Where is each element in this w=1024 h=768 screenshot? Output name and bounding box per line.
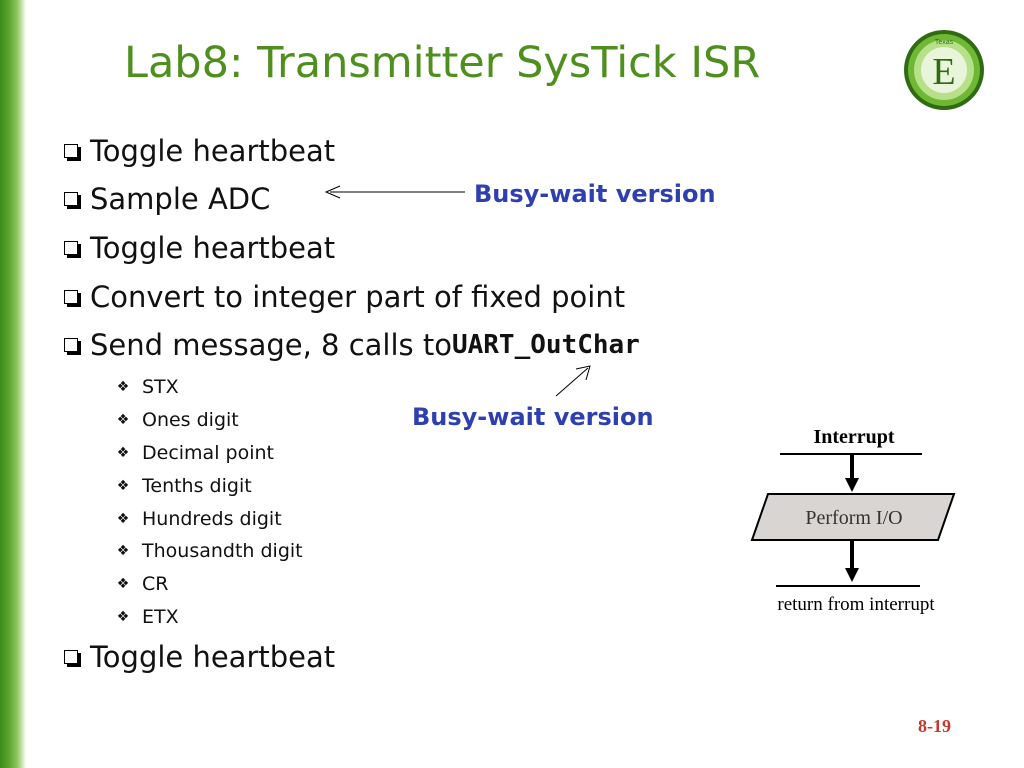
diamond-bullet-icon: ❖: [116, 379, 130, 395]
callout-arrow-uart: [555, 365, 591, 397]
diamond-bullet-icon: ❖: [116, 412, 130, 428]
sub-bullet-text: Decimal point: [142, 442, 274, 464]
sub-bullet: ❖ CR: [116, 573, 169, 595]
diamond-bullet-icon: ❖: [116, 478, 130, 494]
bullet-toggle-heartbeat-3: Toggle heartbeat: [64, 640, 335, 674]
bullet-toggle-heartbeat-1: Toggle heartbeat: [64, 134, 335, 168]
bullet-text: Toggle heartbeat: [90, 134, 336, 168]
sub-bullet: ❖ STX: [116, 376, 179, 398]
diamond-bullet-icon: ❖: [116, 445, 130, 461]
checkbox-bullet-icon: [64, 338, 78, 352]
sub-bullet-text: Thousandth digit: [142, 540, 303, 562]
sub-bullet-text: STX: [142, 376, 179, 398]
checkbox-bullet-icon: [64, 241, 78, 255]
checkbox-bullet-icon: [64, 192, 78, 206]
texas-e-logo-icon: E Texas: [904, 30, 984, 110]
isr-flowchart: Interrupt Perform I/O return from interr…: [750, 426, 956, 615]
flow-end-label: return from interrupt: [777, 594, 935, 615]
sub-bullet-text: CR: [142, 573, 169, 595]
diamond-bullet-icon: ❖: [116, 576, 130, 592]
bullet-sample-adc: Sample ADC: [64, 182, 270, 216]
bullet-text: Convert to integer part of fixed point: [90, 280, 626, 314]
checkbox-bullet-icon: [64, 650, 78, 664]
bullet-text: Toggle heartbeat: [90, 231, 336, 265]
bullet-text: Toggle heartbeat: [90, 640, 336, 674]
sub-bullet-text: Hundreds digit: [142, 508, 282, 530]
flow-start-label: Interrupt: [813, 426, 894, 448]
bullet-send-message: Send message, 8 calls to UART_OutChar: [64, 328, 640, 362]
bullet-code-uart-outchar: UART_OutChar: [451, 330, 640, 360]
bullet-convert-fixed-point: Convert to integer part of fixed point: [64, 280, 625, 314]
sub-bullet: ❖ Hundreds digit: [116, 508, 282, 530]
page-number: 8-19: [918, 716, 951, 736]
checkbox-bullet-icon: [64, 290, 78, 304]
diamond-bullet-icon: ❖: [116, 543, 130, 559]
flow-process-label: Perform I/O: [805, 507, 902, 529]
callout-busy-wait-adc: Busy-wait version: [474, 180, 716, 208]
diamond-bullet-icon: ❖: [116, 511, 130, 527]
sub-bullet: ❖ Thousandth digit: [116, 540, 303, 562]
sub-bullet: ❖ Decimal point: [116, 442, 274, 464]
sub-bullet-text: Tenths digit: [142, 475, 252, 497]
bullet-text: Sample ADC: [90, 182, 271, 216]
sub-bullet-text: ETX: [142, 606, 179, 628]
callout-busy-wait-uart: Busy-wait version: [412, 403, 654, 431]
sub-bullet-text: Ones digit: [142, 409, 239, 431]
sub-bullet: ❖ Ones digit: [116, 409, 239, 431]
diamond-bullet-icon: ❖: [116, 609, 130, 625]
bullet-toggle-heartbeat-2: Toggle heartbeat: [64, 231, 335, 265]
bullet-text: Send message, 8 calls to: [90, 328, 452, 362]
sub-bullet: ❖ ETX: [116, 606, 179, 628]
flow-arrowhead-icon: [845, 478, 859, 492]
slide-title: Lab8: Transmitter SysTick ISR: [124, 38, 761, 88]
logo-ring-text: Texas: [935, 39, 954, 46]
left-accent-bar: [0, 0, 26, 768]
sub-bullet: ❖ Tenths digit: [116, 475, 252, 497]
callout-arrow-adc: [324, 185, 465, 199]
flow-arrowhead-icon: [845, 568, 859, 582]
flow-process-parallelogram: [750, 493, 956, 541]
checkbox-bullet-icon: [64, 144, 78, 158]
logo-letter: E: [932, 51, 955, 93]
